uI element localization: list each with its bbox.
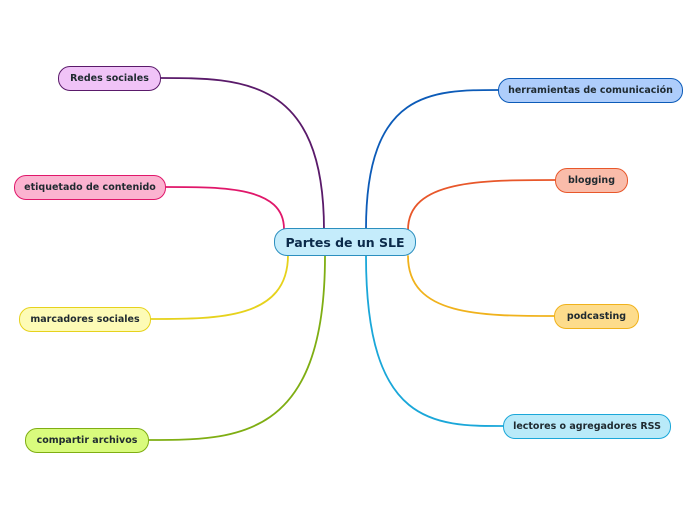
branch-node-redes-sociales[interactable]: Redes sociales [58,66,161,91]
branch-node-blogging[interactable]: blogging [555,168,628,193]
connector-line-7 [365,255,504,427]
central-topic-node[interactable]: Partes de un SLE [274,228,416,256]
branch-node-marcadores-sociales[interactable]: marcadores sociales [19,307,151,332]
branch-node-lectores-o-agregadores-rss[interactable]: lectores o agregadores RSS [503,414,671,439]
connector-line-4 [365,89,499,230]
branch-node-compartir-archivos[interactable]: compartir archivos [25,428,149,453]
connector-line-0 [160,77,325,231]
connector-line-3 [148,255,326,441]
connector-line-5 [407,179,556,231]
connector-line-1 [165,186,285,230]
branch-node-herramientas-de-comunicacion[interactable]: herramientas de comunicación [498,78,683,103]
branch-node-etiquetado-de-contenido[interactable]: etiquetado de contenido [14,175,166,200]
connector-line-2 [150,254,289,320]
branch-node-podcasting[interactable]: podcasting [554,304,639,329]
connector-line-6 [407,255,555,317]
